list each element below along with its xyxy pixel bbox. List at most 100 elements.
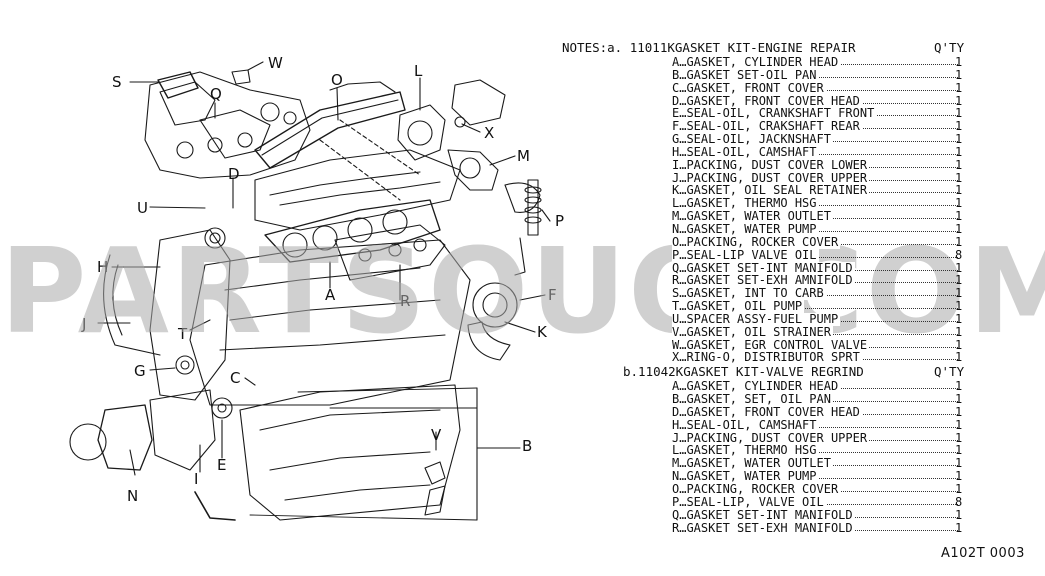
part-description: N…GASKET, WATER PUMP: [672, 469, 819, 484]
kit-b-title: GASKET KIT-VALVE REGRIND: [683, 364, 864, 380]
part-quantity: 1: [955, 469, 963, 484]
parts-list-row: C…GASKET, FRONT COVER 1: [562, 80, 1042, 95]
callout-b: B: [522, 437, 533, 455]
callout-x: X: [484, 124, 495, 142]
callout-q: Q: [210, 85, 222, 103]
part-description: C…GASKET, FRONT COVER: [672, 80, 826, 95]
part-quantity: 1: [955, 311, 963, 326]
exploded-engine-diagram: S W Q O L X M D U P H A F R J T K G C V …: [69, 54, 564, 521]
part-quantity: 1: [955, 157, 963, 172]
part-description: G…SEAL-OIL, JACKNSHAFT: [672, 132, 833, 147]
callout-v: V: [431, 426, 442, 444]
part-description: E…SEAL-OIL, CRANKSHAFT FRONT: [672, 106, 877, 121]
part-quantity: 1: [955, 456, 963, 471]
part-description: D…GASKET, FRONT COVER HEAD: [672, 93, 862, 108]
callout-c: C: [230, 369, 241, 387]
parts-list-row: L…GASKET, THERMO HSG 1: [562, 196, 1042, 211]
callout-p: P: [555, 212, 565, 230]
kit-b-qty-header: Q'TY: [934, 364, 965, 380]
part-description: L…GASKET, THERMO HSG: [672, 196, 819, 211]
part-quantity: 1: [955, 132, 963, 147]
parts-list-row: N…GASKET, WATER PUMP 1: [562, 223, 1042, 236]
callout-n: N: [127, 487, 139, 505]
part-quantity: 1: [955, 286, 963, 301]
part-quantity: 1: [955, 404, 963, 419]
callout-g: G: [134, 362, 146, 380]
callout-i: I: [194, 470, 199, 488]
part-description: A…GASKET, CYLINDER HEAD: [672, 55, 841, 69]
part-description: P…SEAL-LIP VALVE OIL: [672, 247, 819, 262]
part-quantity: 1: [955, 482, 963, 496]
part-quantity: 1: [955, 80, 963, 95]
part-description: N…GASKET, WATER PUMP: [672, 221, 819, 236]
part-quantity: 1: [955, 299, 963, 314]
part-description: F…SEAL-OIL, CRAKSHAFT REAR: [672, 119, 862, 134]
part-description: M…GASKET, WATER OUTLET: [672, 456, 833, 471]
part-description: S…GASKET, INT TO CARB: [672, 286, 826, 301]
part-description: A…GASKET, CYLINDER HEAD: [672, 379, 841, 394]
callout-h: H: [97, 258, 109, 276]
parts-list-row: O…PACKING, ROCKER COVER 1: [562, 483, 1042, 496]
part-quantity: 1: [955, 144, 963, 159]
part-description: J…PACKING, DUST COVER UPPER: [672, 430, 870, 445]
part-quantity: 1: [955, 260, 963, 275]
parts-list-row: D…GASKET, FRONT COVER HEAD 1: [562, 406, 1042, 419]
parts-list-row: E…SEAL-OIL, CRANKSHAFT FRONT 1: [562, 106, 1042, 121]
dot-leader: [674, 308, 958, 310]
part-quantity: 1: [955, 119, 963, 134]
parts-list-row: G…SEAL-OIL, JACKNSHAFT 1: [562, 133, 1042, 146]
part-description: Q…GASKET SET-INT MANIFOLD: [672, 507, 855, 522]
part-quantity: 1: [955, 234, 963, 249]
kit-a-header: NOTES:a. 11011KGASKET KIT-ENGINE REPAIR …: [562, 40, 1042, 56]
part-quantity: 1: [955, 443, 963, 458]
part-quantity: 1: [955, 196, 963, 211]
callout-o: O: [331, 71, 343, 89]
part-description: J…PACKING, DUST COVER UPPER: [672, 170, 870, 185]
kit-b-header: b.11042KGASKET KIT-VALVE REGRIND Q'TY: [562, 364, 1042, 380]
part-description: D…GASKET, FRONT COVER HEAD: [672, 404, 862, 419]
callout-r: R: [400, 292, 411, 310]
callout-u: U: [137, 199, 148, 217]
part-description: L…GASKET, THERMO HSG: [672, 443, 819, 458]
part-quantity: 1: [955, 221, 963, 236]
part-description: U…SPACER ASSY-FUEL PUMP: [672, 311, 841, 326]
gasket-kit-notes: NOTES:a. 11011KGASKET KIT-ENGINE REPAIR …: [562, 40, 1042, 535]
part-quantity: 1: [955, 170, 963, 185]
part-description: O…PACKING, ROCKER COVER: [672, 482, 841, 496]
part-quantity: 1: [955, 106, 963, 121]
callout-d: D: [228, 165, 240, 183]
part-description: K…GASKET, OIL SEAL RETAINER: [672, 183, 870, 198]
part-description: H…SEAL-OIL, CAMSHAFT: [672, 417, 819, 432]
callout-k: K: [537, 323, 547, 341]
part-quantity: 1: [955, 350, 963, 365]
part-description: W…GASKET, EGR CONTROL VALVE: [672, 337, 870, 352]
part-quantity: 1: [955, 209, 963, 224]
part-quantity: 8: [955, 494, 963, 509]
parts-list-row: L…GASKET, THERMO HSG 1: [562, 443, 1042, 458]
callout-m: M: [517, 147, 530, 165]
callout-a: A: [325, 286, 336, 304]
parts-list-row: S…GASKET, INT TO CARB 1: [562, 286, 1042, 301]
parts-list-row: U…SPACER ASSY-FUEL PUMP 1: [562, 313, 1042, 326]
callout-j: J: [82, 315, 87, 333]
kit-a-qty-header: Q'TY: [934, 40, 965, 55]
